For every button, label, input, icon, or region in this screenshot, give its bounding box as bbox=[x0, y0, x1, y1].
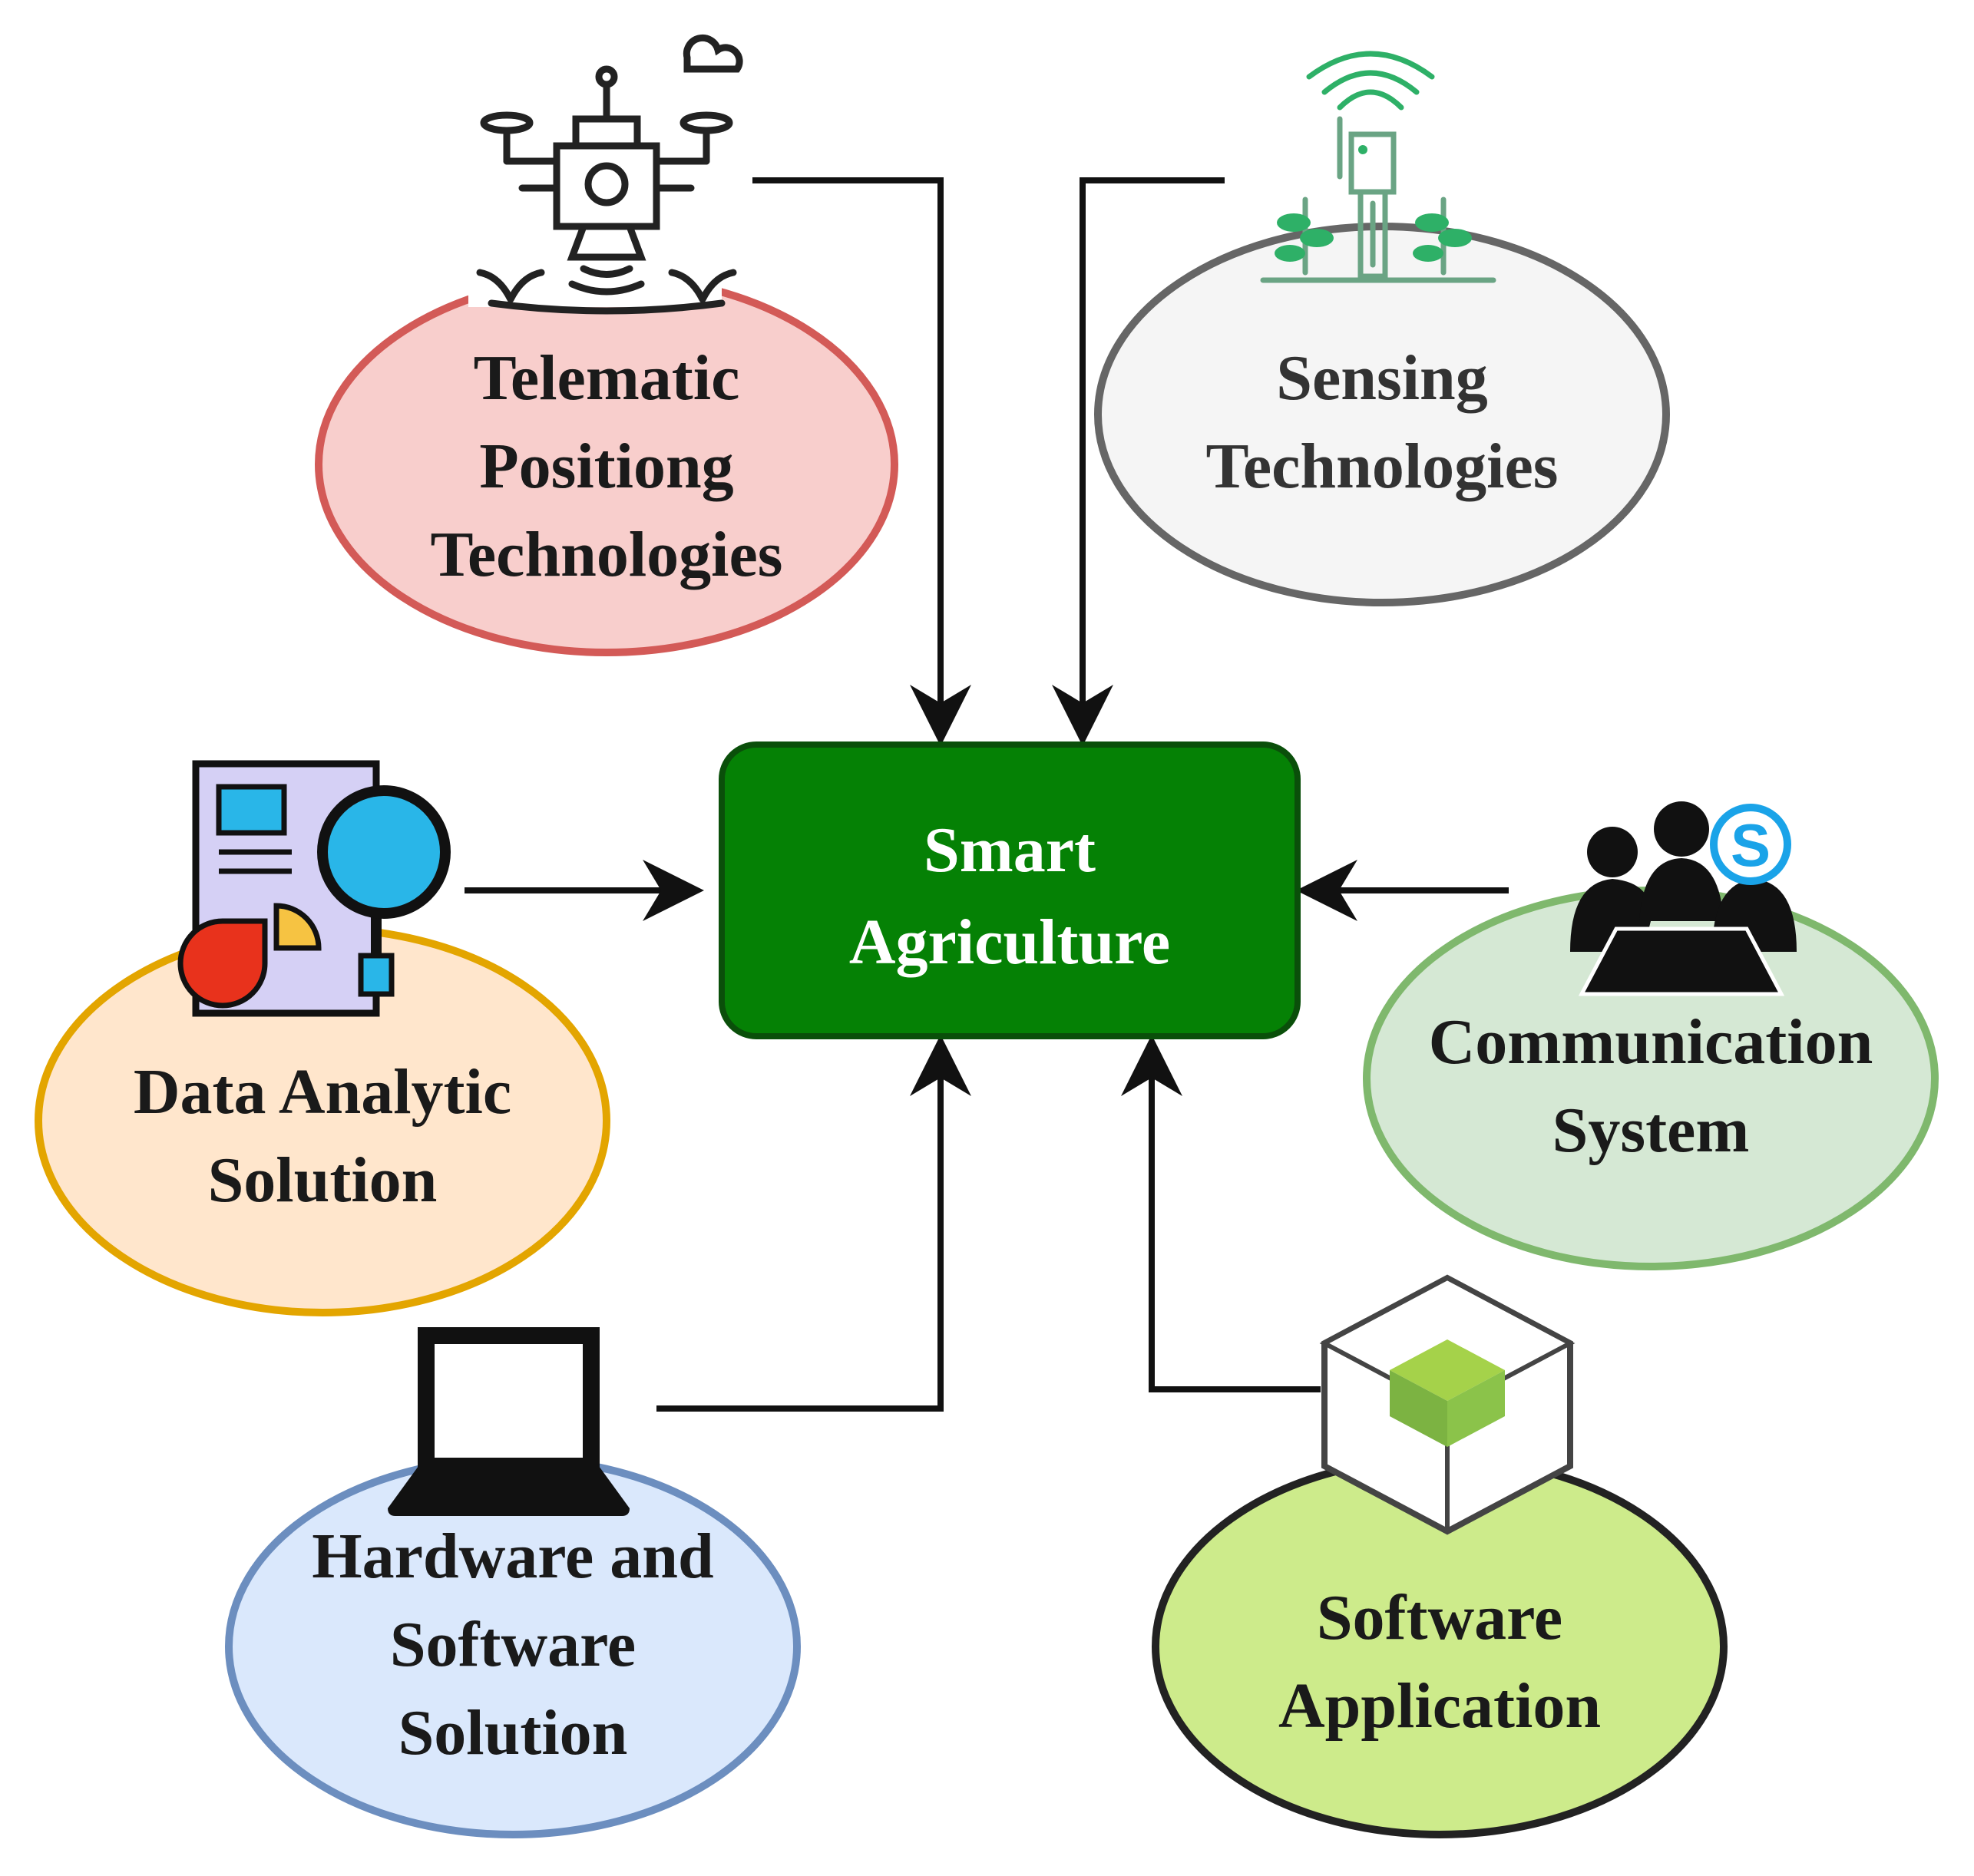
software-application-label-line1: Software bbox=[1317, 1582, 1562, 1653]
drone-icon bbox=[468, 34, 743, 315]
connector-hardware-software bbox=[656, 1035, 971, 1412]
sensing-label-line2: Technologies bbox=[1206, 431, 1559, 502]
hub-box bbox=[719, 741, 1301, 1039]
field-sensor-icon bbox=[1260, 51, 1496, 283]
telematic-label-line2: Positiong bbox=[479, 431, 733, 502]
node-telematic-positioning: Telematic Positiong Technologies bbox=[315, 272, 898, 656]
hardware-software-label-line2: Software bbox=[390, 1609, 636, 1680]
data-analytic-label-line1: Data Analytic bbox=[134, 1056, 511, 1128]
software-application-label-line2: Application bbox=[1278, 1670, 1601, 1742]
node-hardware-software-solution: Hardware and Software Solution bbox=[225, 1455, 801, 1838]
connector-software-application bbox=[1121, 1035, 1321, 1392]
cube-package-icon bbox=[1319, 1274, 1576, 1535]
laptop-icon bbox=[388, 1327, 630, 1516]
communication-label-line1: Communication bbox=[1429, 1006, 1873, 1078]
connector-telematic bbox=[752, 177, 971, 746]
connector-sensing bbox=[1052, 177, 1225, 746]
communication-label-line2: System bbox=[1552, 1095, 1750, 1166]
report-magnifier-icon bbox=[177, 760, 451, 1017]
telematic-label-line1: Telematic bbox=[474, 342, 740, 414]
node-software-application: Software Application bbox=[1152, 1455, 1728, 1838]
smart-agriculture-hub: Smart Agriculture bbox=[719, 741, 1301, 1039]
chat-app-icon: S bbox=[1710, 804, 1791, 885]
node-sensing-technologies: Sensing Technologies bbox=[1094, 223, 1670, 606]
data-analytic-label-line2: Solution bbox=[208, 1144, 438, 1216]
hub-title-line1: Smart bbox=[924, 814, 1096, 886]
node-data-analytic-solution: Data Analytic Solution bbox=[35, 925, 610, 1316]
telematic-label-line3: Technologies bbox=[431, 519, 783, 590]
hardware-software-label-line1: Hardware and bbox=[312, 1521, 713, 1592]
hardware-software-label-line3: Solution bbox=[398, 1697, 628, 1769]
sensing-ellipse bbox=[1094, 223, 1670, 606]
hub-title-line2: Agriculture bbox=[849, 907, 1170, 978]
sensing-label-line1: Sensing bbox=[1276, 342, 1487, 414]
svg-text:S: S bbox=[1731, 811, 1771, 879]
